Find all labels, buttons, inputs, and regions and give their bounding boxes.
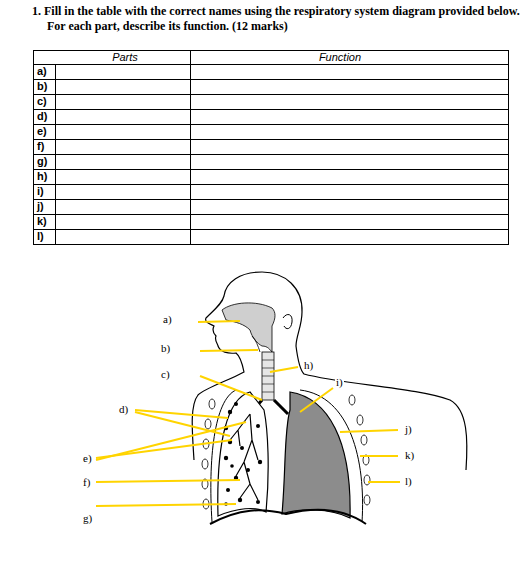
callout-letter: d) — [118, 403, 129, 416]
diaphragm — [210, 510, 366, 524]
row-letter: j) — [37, 200, 44, 213]
column-header: Function — [319, 51, 361, 64]
callout-letter: k) — [404, 449, 415, 462]
leader-lines — [96, 321, 400, 506]
row-letter: i) — [37, 185, 44, 198]
row-letter: h) — [37, 170, 47, 183]
callout-letter: l) — [404, 475, 413, 488]
row-letter: a) — [37, 65, 47, 78]
row-letter: c) — [37, 95, 47, 108]
row-letter: b) — [37, 80, 47, 93]
row-letter: f) — [37, 140, 44, 153]
callout-letter: j) — [404, 423, 413, 436]
rib-sections — [202, 395, 370, 509]
callout-letter: h) — [303, 359, 314, 372]
left-lung — [282, 392, 350, 518]
callout-letter: e) — [82, 452, 93, 465]
answer-table — [34, 51, 509, 245]
row-letter: g) — [37, 155, 47, 168]
column-header: Parts — [112, 51, 138, 64]
row-letter: k) — [37, 215, 47, 228]
pleura — [211, 390, 363, 522]
row-letter: e) — [37, 125, 47, 138]
callout-letter: g) — [82, 512, 93, 525]
callout-letter: i) — [335, 376, 344, 389]
row-letter: d) — [37, 110, 47, 123]
right-lung — [218, 392, 268, 516]
row-letter: l) — [37, 230, 44, 243]
callout-letter: a) — [162, 313, 173, 326]
callout-letter: c) — [160, 368, 171, 381]
callout-letter: f) — [82, 476, 91, 489]
question-text: 1. Fill in the table with the correct na… — [32, 4, 525, 34]
callout-letter: b) — [160, 342, 171, 355]
